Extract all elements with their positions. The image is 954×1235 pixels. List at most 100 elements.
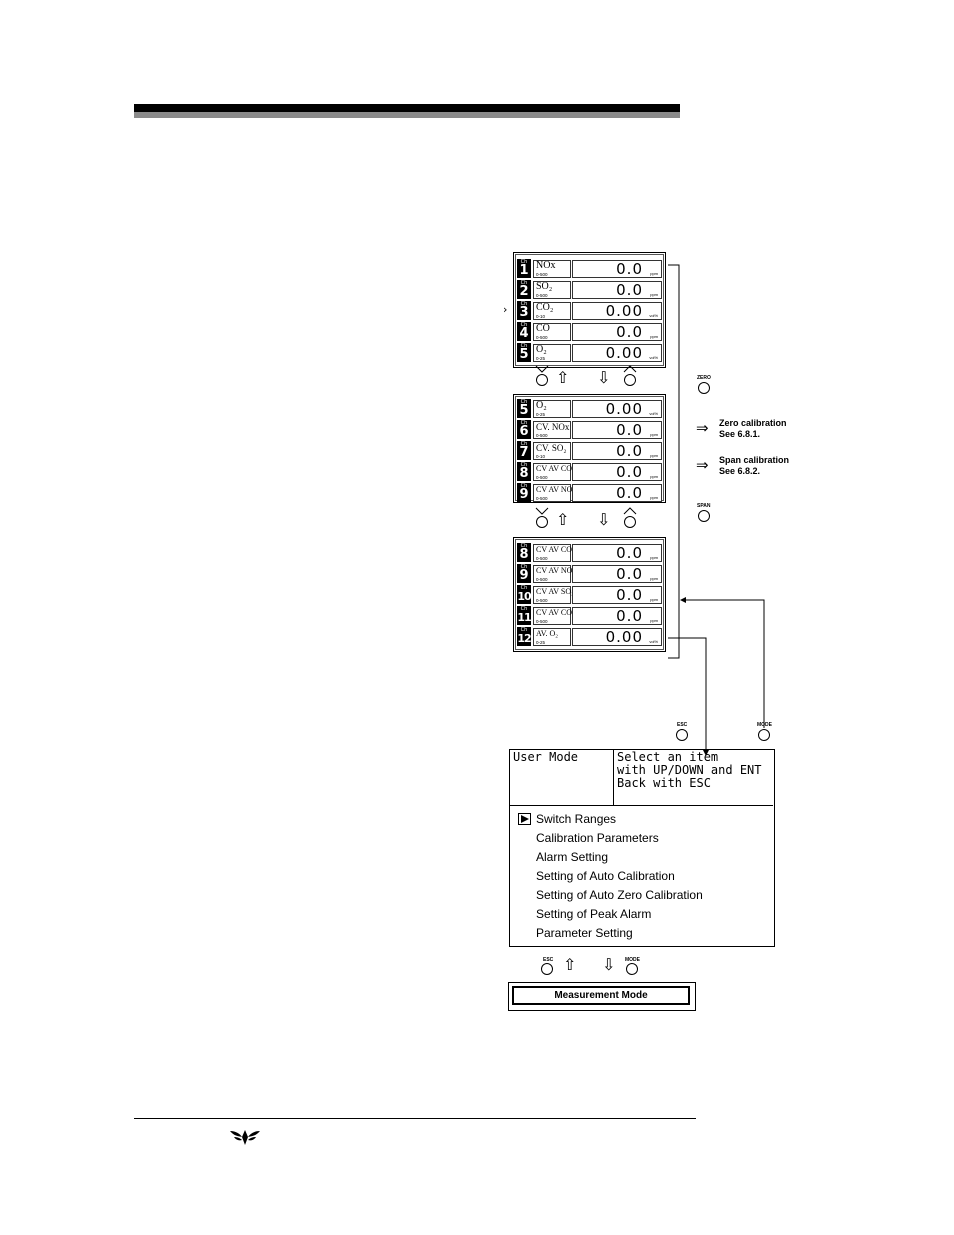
zero-calibration-arrow-icon: ⇒ bbox=[696, 419, 709, 437]
user-mode-instruction: Select an item bbox=[617, 750, 719, 764]
zero-calibration-ref: See 6.8.1. bbox=[719, 429, 761, 439]
down-key-symbol bbox=[535, 365, 549, 373]
user-mode-screen bbox=[509, 749, 775, 947]
menu-item-switch-ranges[interactable]: Switch Ranges bbox=[536, 812, 617, 826]
user-mode-instruction: Back with ESC bbox=[617, 776, 711, 790]
selection-pointer-icon bbox=[518, 813, 531, 825]
up-key-symbol bbox=[623, 365, 637, 373]
measurement-mode-frame bbox=[512, 986, 690, 1005]
down-arrow-icon: ⇩ bbox=[597, 510, 611, 529]
up-arrow-icon: ⇧ bbox=[563, 955, 577, 974]
up-key-symbol bbox=[623, 507, 637, 515]
user-mode-title: User Mode bbox=[513, 750, 579, 764]
span-key-button[interactable] bbox=[698, 510, 710, 522]
down-arrow-icon: ⇩ bbox=[597, 368, 611, 387]
menu-item-alarm-setting[interactable]: Alarm Setting bbox=[536, 850, 609, 864]
span-calibration-title: Span calibration bbox=[719, 455, 790, 465]
mode-key-button[interactable] bbox=[626, 963, 638, 975]
menu-item-peak-alarm[interactable]: Setting of Peak Alarm bbox=[536, 907, 652, 921]
span-calibration-ref: See 6.8.2. bbox=[719, 466, 761, 476]
menu-item-auto-zero-calibration[interactable]: Setting of Auto Zero Calibration bbox=[536, 888, 703, 902]
menu-item-parameter-setting[interactable]: Parameter Setting bbox=[536, 926, 633, 940]
span-calibration-arrow-icon: ⇒ bbox=[696, 456, 709, 474]
down-key-button[interactable] bbox=[536, 374, 548, 386]
mode-key-label: MODE bbox=[757, 722, 772, 728]
up-key-button[interactable] bbox=[624, 516, 636, 528]
header-rule-black bbox=[134, 104, 680, 112]
measurement-mode-box bbox=[508, 982, 696, 1011]
zero-key-button[interactable] bbox=[698, 382, 710, 394]
menu-item-calibration-parameters[interactable]: Calibration Parameters bbox=[536, 831, 659, 845]
mode-key-button[interactable] bbox=[758, 729, 770, 741]
span-key-label: SPAN bbox=[697, 503, 711, 509]
esc-key-label: ESC bbox=[677, 722, 688, 728]
esc-key-button[interactable] bbox=[541, 963, 553, 975]
esc-key-label: ESC bbox=[543, 957, 554, 963]
header-rule-gray bbox=[134, 112, 680, 118]
down-arrow-icon: ⇩ bbox=[602, 955, 616, 974]
up-key-button[interactable] bbox=[624, 374, 636, 386]
esc-key-button[interactable] bbox=[676, 729, 688, 741]
zero-calibration-title: Zero calibration bbox=[719, 418, 787, 428]
menu-item-auto-calibration[interactable]: Setting of Auto Calibration bbox=[536, 869, 675, 883]
measurement-mode-label[interactable]: Measurement Mode bbox=[554, 990, 648, 1001]
down-key-button[interactable] bbox=[536, 516, 548, 528]
